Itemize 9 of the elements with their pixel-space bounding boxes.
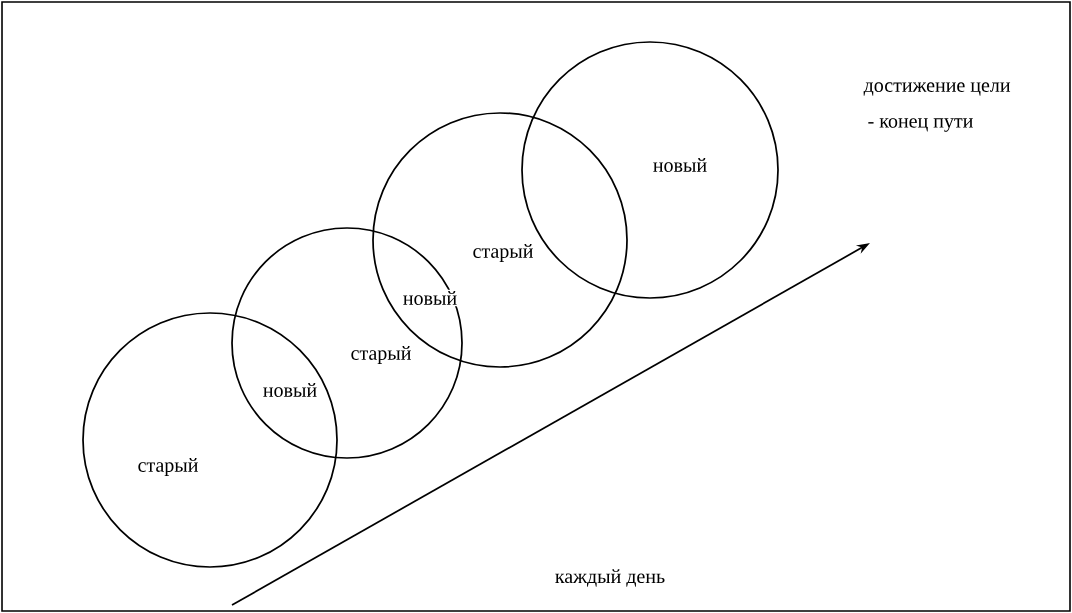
label: - конец пути [868,118,973,132]
circle-text: новый [261,381,319,399]
circle-text: старый [349,344,413,366]
circle-text: новый [651,156,709,174]
circle-text: новый [401,289,459,307]
circle-text: старый [136,456,200,478]
label: каждый день [555,569,665,587]
circle-text: старый [471,242,535,264]
label: достижение цели [863,82,1011,96]
